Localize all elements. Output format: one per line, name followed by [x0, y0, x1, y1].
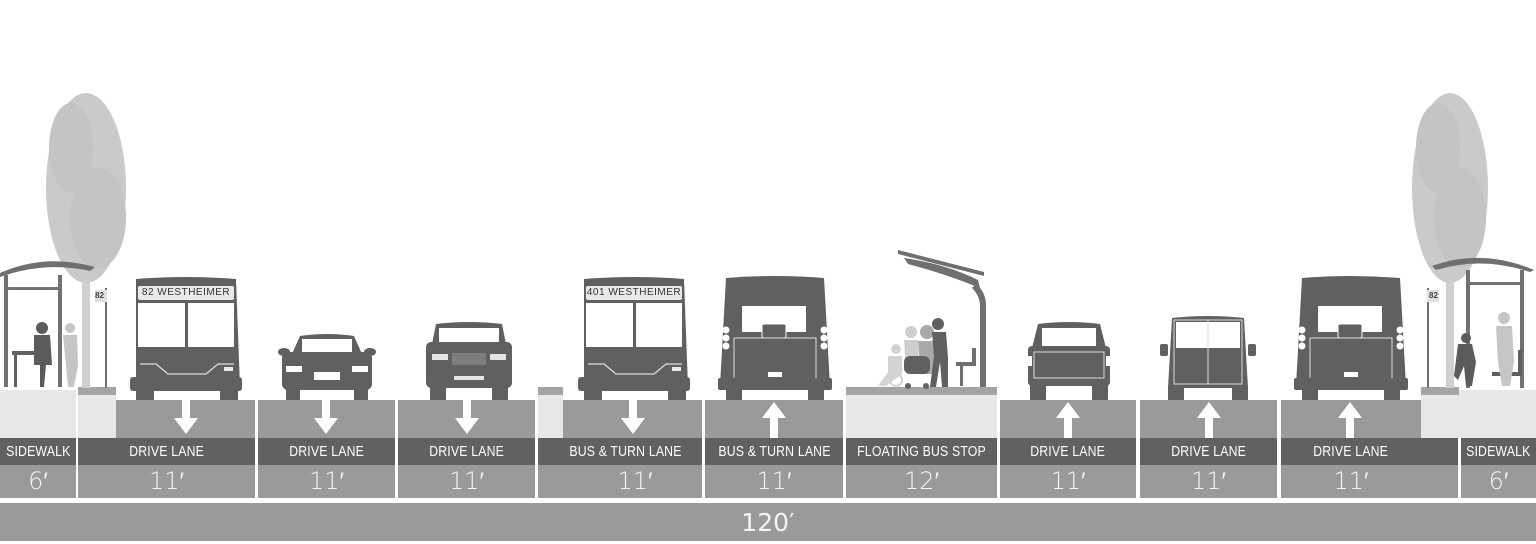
- segment-width-sidewalk-right: 6′: [1461, 465, 1536, 498]
- segment-label-drive-lane: DRIVE LANE: [1000, 438, 1136, 465]
- floating-bus-stop-shelter-icon: [878, 250, 986, 389]
- segment-label-drive-lane: DRIVE LANE: [258, 438, 395, 465]
- segment-width: 11′: [258, 465, 395, 498]
- segment-label-blank: [1421, 438, 1458, 465]
- bus-stop-sign-left-number: 82: [95, 291, 104, 300]
- segment-label-drive-lane: DRIVE LANE: [398, 438, 535, 465]
- bus-stop-sign-right-number: 82: [1429, 291, 1438, 300]
- segment-width: 11′: [1140, 465, 1277, 498]
- segment-label-floating-bus-stop: FLOATING BUS STOP: [846, 438, 997, 465]
- bus-front-center: 401 WESTHEIMER: [576, 277, 692, 400]
- arrow-up-icon: [762, 402, 786, 438]
- median-curb-cap: [538, 387, 563, 395]
- segment-width-sidewalk-left: 6′: [0, 465, 76, 498]
- segment-width: 11′: [78, 465, 255, 498]
- arrow-down-icon: [174, 400, 198, 434]
- sedan-front-icon: [278, 334, 376, 400]
- arrow-up-icon: [1197, 402, 1221, 438]
- segment-label-sidewalk-left: SIDEWALK: [0, 438, 76, 465]
- arrow-down-icon: [314, 400, 338, 434]
- arrow-down-icon: [455, 400, 479, 434]
- van-rear-icon: [1160, 316, 1256, 400]
- segment-width-blank: [1421, 465, 1458, 498]
- total-right-of-way-width: 120′: [0, 503, 1536, 541]
- segment-label-bus-turn-lane: BUS & TURN LANE: [705, 438, 843, 465]
- segment-width: 12′: [846, 465, 997, 498]
- arrow-down-icon: [621, 400, 645, 434]
- right-sidewalk-surface: [1421, 390, 1536, 438]
- bus-stop-sign-left-icon: [95, 288, 107, 388]
- right-curb-cap: [1421, 387, 1459, 395]
- segment-width: 11′: [1000, 465, 1136, 498]
- tree-right-icon: [1412, 93, 1488, 388]
- left-curb-strip: [78, 390, 116, 438]
- arrow-up-icon: [1056, 402, 1080, 438]
- segment-label-drive-lane: DRIVE LANE: [1140, 438, 1277, 465]
- bus-front-left: 82 WESTHEIMER: [128, 277, 244, 400]
- bus-destination-sign-center: 401 WESTHEIMER: [586, 287, 682, 298]
- segment-label-bus-turn-lane: BUS & TURN LANE: [538, 438, 702, 465]
- median-surface: [538, 390, 563, 438]
- segment-width: 11′: [705, 465, 843, 498]
- segment-width: 11′: [1281, 465, 1421, 498]
- arrow-up-icon: [1338, 402, 1362, 438]
- left-curb-cap: [78, 387, 116, 395]
- pickup-truck-rear-icon: [1028, 322, 1110, 400]
- segment-label-drive-lane: DRIVE LANE: [78, 438, 255, 465]
- segment-label-drive-lane: DRIVE LANE: [1281, 438, 1421, 465]
- bus-rear-icon: [718, 276, 832, 400]
- bus-stop-sign-right-icon: [1427, 288, 1439, 388]
- segment-width: 11′: [538, 465, 702, 498]
- suv-front-icon: [426, 322, 512, 400]
- bus-destination-sign-left: 82 WESTHEIMER: [141, 287, 231, 298]
- left-sidewalk-surface: [0, 390, 76, 438]
- bus-shelter-left-icon: [0, 261, 95, 387]
- bus-rear-right-icon: [1294, 276, 1408, 400]
- segment-label-sidewalk-right: SIDEWALK: [1461, 438, 1536, 465]
- tree-left-icon: [46, 93, 126, 388]
- bus-stop-platform-cap: [846, 387, 997, 395]
- segment-width: 11′: [398, 465, 535, 498]
- bus-shelter-right-icon: [1432, 257, 1534, 388]
- bus-stop-platform-surface: [846, 395, 997, 438]
